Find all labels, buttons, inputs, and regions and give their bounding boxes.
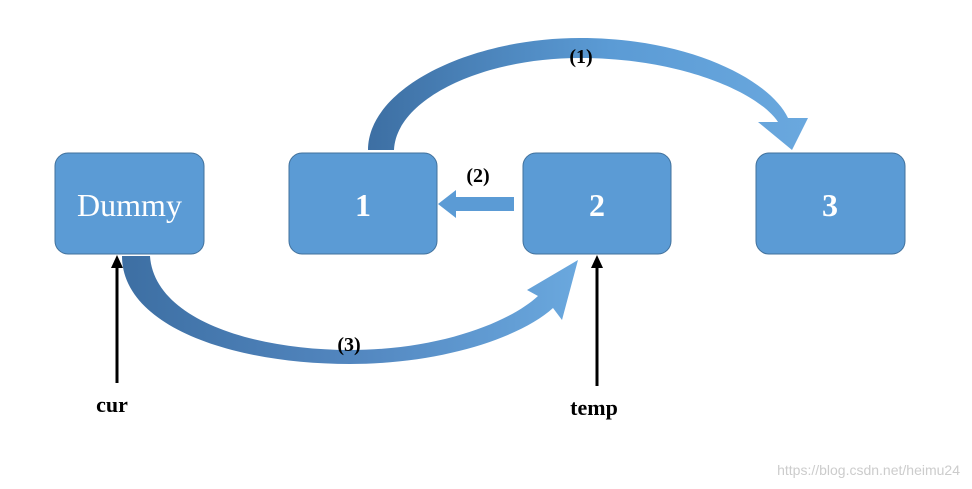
node-2-label: 2 xyxy=(589,187,605,223)
straight-arrow-step-2 xyxy=(438,190,514,218)
node-dummy-label: Dummy xyxy=(77,187,182,223)
node-3-label: 3 xyxy=(822,187,838,223)
temp-pointer-label: temp xyxy=(570,395,618,420)
temp-pointer-arrow xyxy=(591,255,603,386)
watermark-text: https://blog.csdn.net/heimu24 xyxy=(777,462,960,478)
node-1-label: 1 xyxy=(355,187,371,223)
node-2-box xyxy=(522,152,672,255)
curved-arrow-step-1 xyxy=(368,38,808,150)
step-2-label: (2) xyxy=(466,165,489,187)
node-dummy-box xyxy=(54,152,205,255)
cur-pointer-arrow xyxy=(111,255,123,383)
curved-arrow-step-3 xyxy=(122,256,578,364)
cur-pointer-label: cur xyxy=(96,392,128,417)
step-1-label: (1) xyxy=(569,46,592,68)
step-3-label: (3) xyxy=(337,334,360,356)
node-1-box xyxy=(288,152,438,255)
node-3-box xyxy=(755,152,906,255)
